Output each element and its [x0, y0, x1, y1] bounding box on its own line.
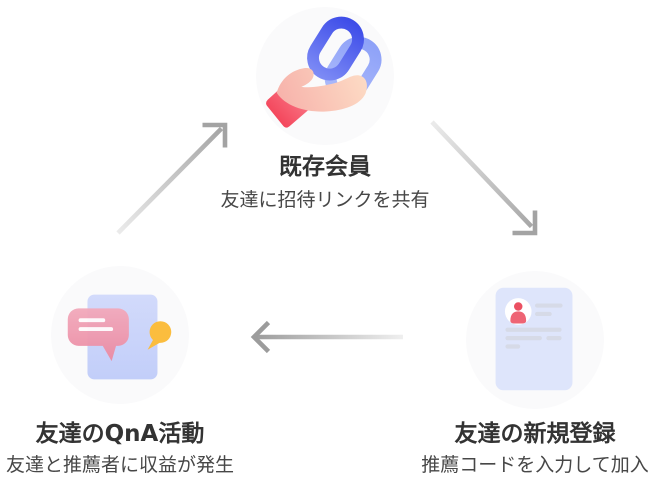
pink-chat-bubble [67, 308, 129, 362]
node-subtitle: 友達に招待リンクを共有 [220, 189, 430, 211]
node-friend-registration: 友達の新規登録 推薦コードを入力して加入 [335, 271, 652, 478]
yellow-chat-bubble [147, 321, 172, 350]
existing-member-circle [256, 7, 394, 145]
node-existing-member: 既存会員 友達に招待リンクを共有 [125, 7, 525, 213]
hand-shape [276, 67, 367, 112]
avatar [504, 298, 532, 325]
friend-registration-circle [466, 271, 604, 409]
node-subtitle: 推薦コードを入力して加入 [421, 454, 649, 476]
node-title: 既存会員 [279, 154, 371, 180]
node-title: 友達の新規登録 [454, 421, 616, 447]
registration-form-icon [495, 287, 573, 391]
friend-qna-circle [51, 266, 189, 404]
node-subtitle: 友達と推薦者に収益が発生 [5, 454, 234, 476]
hand-holding-link-icon [266, 16, 382, 128]
form-text-lines [505, 303, 563, 349]
chat-document-icon [67, 294, 172, 380]
arrow-member-to-signup [430, 120, 538, 236]
node-title: 友達のQnA活動 [35, 421, 205, 447]
arrow-qna-to-member [116, 122, 228, 235]
node-friend-qna: 友達のQnA活動 友達と推薦者に収益が発生 [0, 266, 320, 478]
arrow-signup-to-qna [250, 320, 403, 354]
